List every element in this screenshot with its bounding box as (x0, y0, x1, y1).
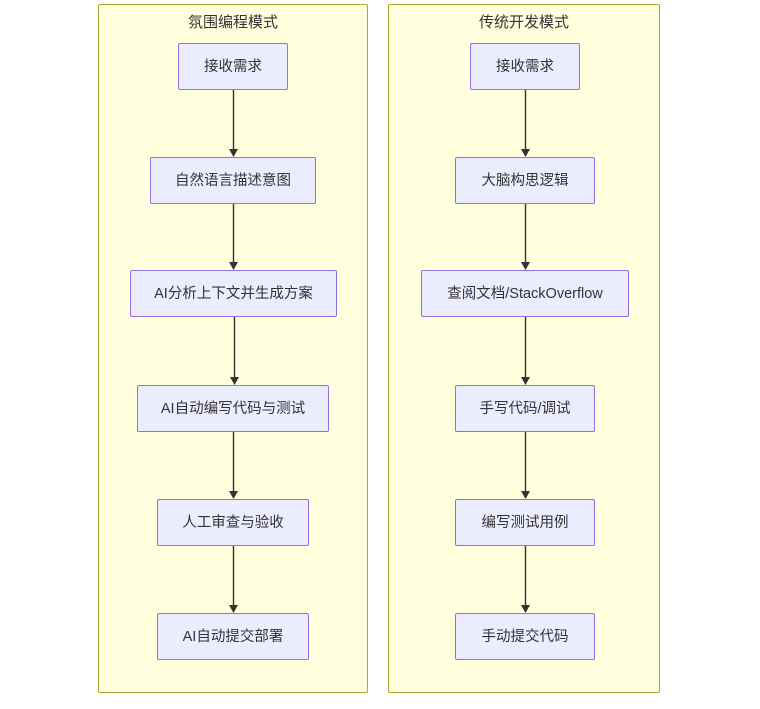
subgraph-vibe-coding: 氛围编程模式 (98, 4, 368, 693)
flow-node-trad-6[interactable]: 手动提交代码 (455, 613, 595, 660)
flow-node-vibe-5[interactable]: 人工审查与验收 (157, 499, 309, 546)
subgraph-traditional-development: 传统开发模式 (388, 4, 660, 693)
flow-node-vibe-4[interactable]: AI自动编写代码与测试 (137, 385, 329, 432)
flow-node-trad-2[interactable]: 大脑构思逻辑 (455, 157, 595, 204)
flow-node-vibe-2[interactable]: 自然语言描述意图 (150, 157, 316, 204)
flow-node-trad-5[interactable]: 编写测试用例 (455, 499, 595, 546)
flow-node-vibe-1[interactable]: 接收需求 (178, 43, 288, 90)
subgraph-title-traditional-development: 传统开发模式 (478, 14, 569, 31)
subgraph-title-vibe-coding: 氛围编程模式 (187, 14, 278, 31)
flow-node-vibe-6[interactable]: AI自动提交部署 (157, 613, 309, 660)
flow-node-trad-4[interactable]: 手写代码/调试 (455, 385, 595, 432)
flow-node-trad-3[interactable]: 查阅文档/StackOverflow (421, 270, 629, 317)
flow-node-vibe-3[interactable]: AI分析上下文并生成方案 (130, 270, 337, 317)
flow-node-trad-1[interactable]: 接收需求 (470, 43, 580, 90)
